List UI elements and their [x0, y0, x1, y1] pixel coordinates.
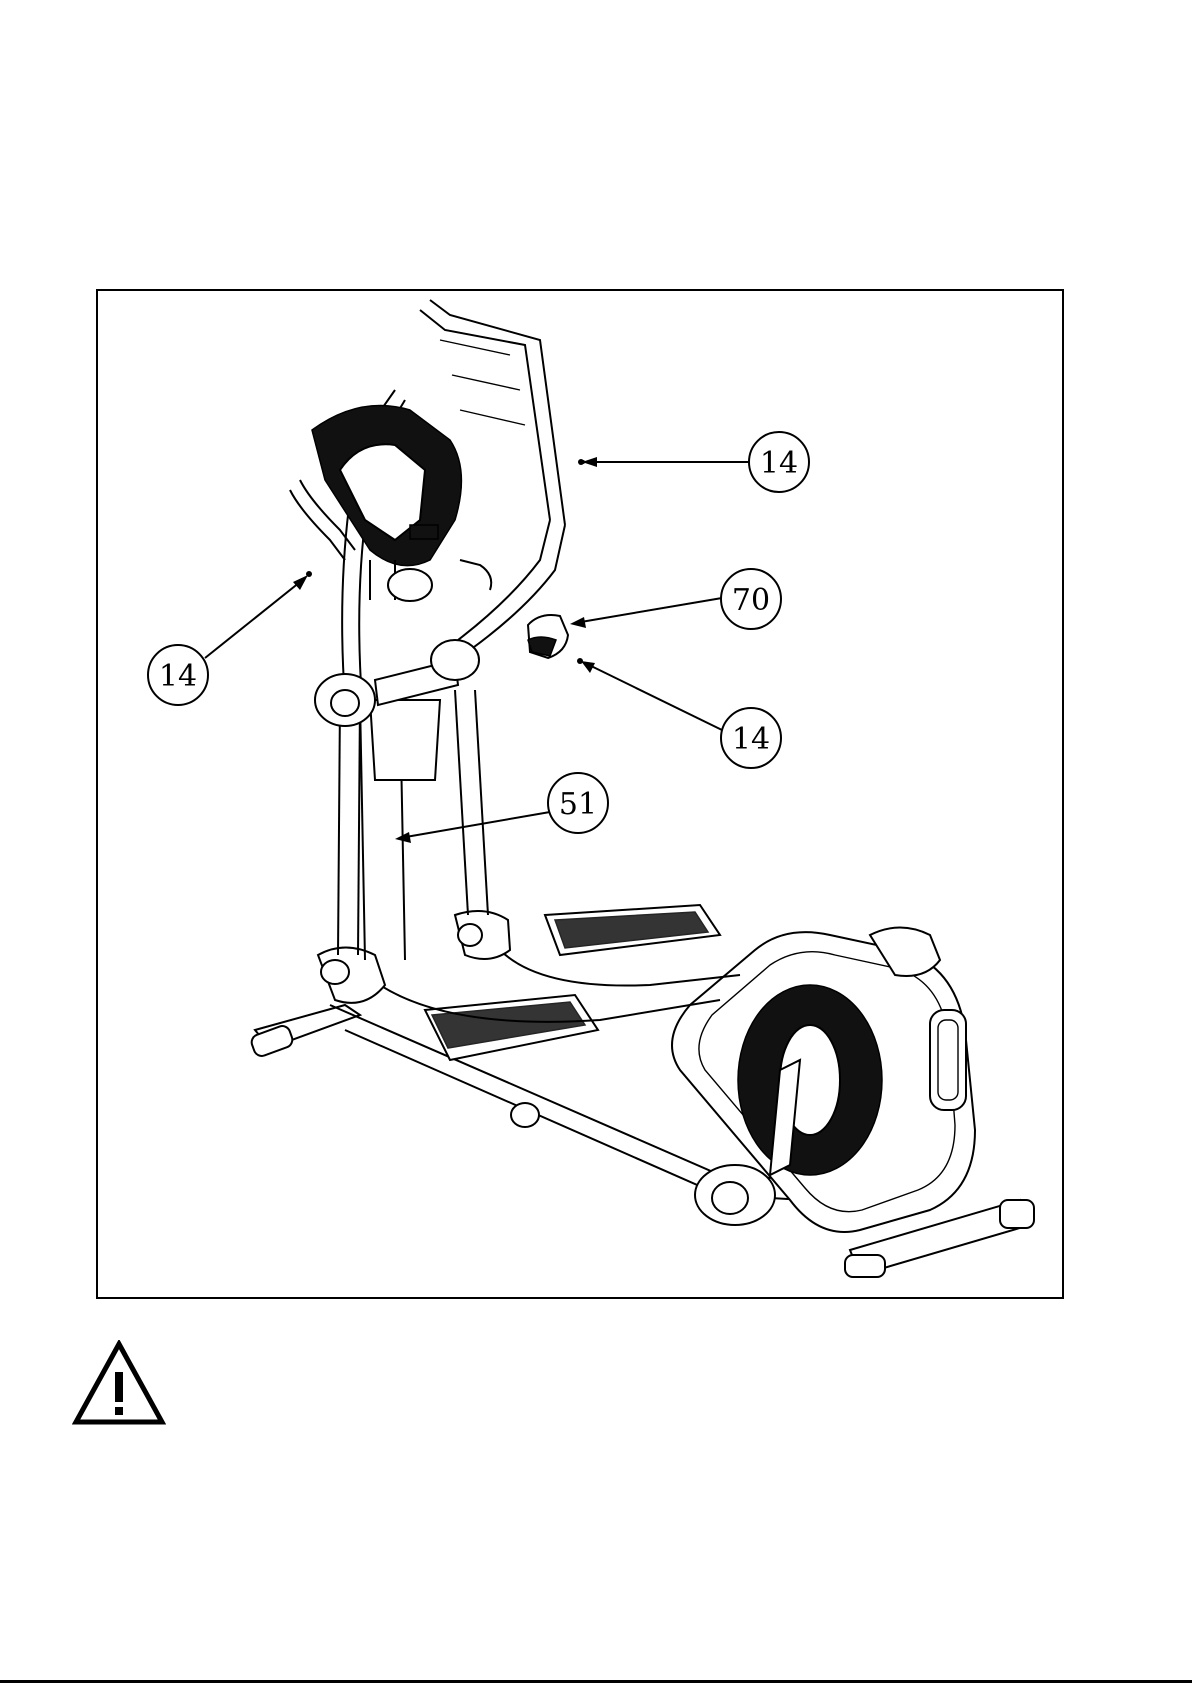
callout-c1: 14 [749, 432, 809, 492]
callout-label: 14 [760, 446, 798, 481]
part-14-bolt [577, 658, 583, 664]
leader-arrow-c3 [570, 617, 586, 628]
callout-label: 70 [732, 583, 770, 618]
leader-line-c5 [400, 812, 550, 838]
callout-label: 51 [559, 787, 597, 822]
elliptical-machine-drawing [249, 300, 1034, 1277]
callout-label: 14 [732, 722, 770, 757]
callout-c5: 51 [548, 773, 608, 833]
leader-arrow-c2 [293, 575, 308, 590]
callout-c3: 70 [721, 569, 781, 629]
leader-line-c4 [585, 663, 722, 730]
part-14-bolt [578, 459, 584, 465]
callout-label: 14 [159, 659, 197, 694]
part-70-cap [528, 615, 568, 658]
warning-icon [72, 1340, 166, 1426]
part-14-bolt [306, 571, 312, 577]
callout-c2: 14 [148, 645, 208, 705]
leader-line-c2 [205, 578, 305, 658]
page-bottom-rule [0, 1680, 1192, 1683]
leader-line-c3 [575, 598, 722, 623]
callout-leaders [205, 457, 750, 843]
callout-c4: 14 [721, 708, 781, 768]
leader-arrow-c4 [581, 661, 595, 673]
